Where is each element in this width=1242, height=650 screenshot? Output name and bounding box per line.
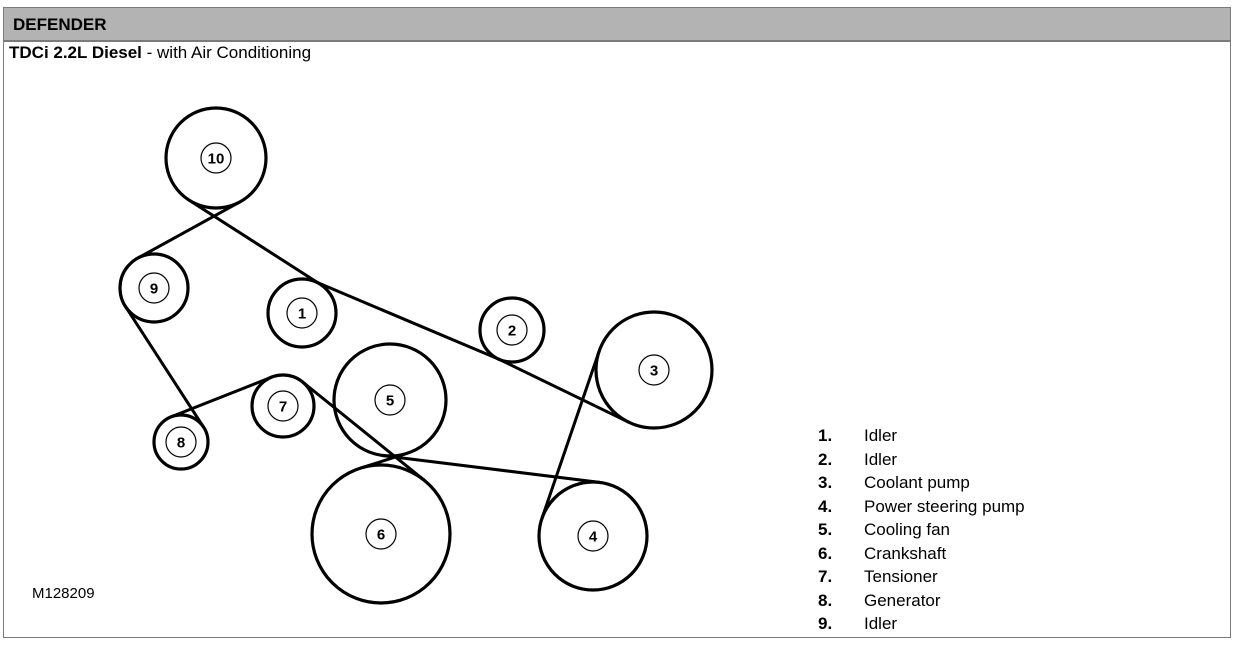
legend-text: Power steering pump [864, 496, 1025, 516]
pulley-label-ring [165, 426, 197, 458]
legend-number: 2. [818, 449, 833, 469]
legend-number: 4. [818, 496, 833, 516]
pulley-3: 3 [594, 310, 714, 430]
pulley-9: 9 [118, 252, 190, 324]
legend-item: 5. Cooling fan [818, 518, 1025, 542]
pulley-rim [118, 252, 190, 324]
legend-text: Tensioner [864, 567, 938, 586]
belt-segment-4-5 [382, 454, 600, 484]
pulley-2: 2 [478, 296, 546, 364]
pulley-number: 3 [650, 363, 658, 380]
pulley-label-ring [638, 354, 670, 386]
legend-item: 9. Idler [818, 612, 1025, 636]
legend-number: 9. [818, 614, 833, 633]
legend-item: 8. Generator [818, 589, 1025, 613]
pulley-number: 1 [298, 306, 306, 323]
legend-text: Idler [864, 426, 898, 445]
pulley-rim [152, 413, 210, 471]
legend-text: Crankshaft [864, 543, 947, 563]
legend-number: 3. [818, 473, 833, 492]
legend-number: 7. [818, 567, 833, 586]
pulley-number: 4 [589, 529, 598, 546]
pulley-number: 2 [508, 323, 516, 340]
pulley-rim [266, 277, 338, 349]
belt-segment-8-9 [124, 305, 205, 429]
legend-text: Idler [864, 449, 898, 469]
diagram-subtitle: TDCi 2.2L Diesel - with Air Conditioning [9, 43, 311, 63]
pulley-5: 5 [332, 342, 448, 458]
header-bar: DEFENDER [4, 8, 1230, 42]
belt-segment-2-3 [497, 357, 630, 424]
pulley-label-ring [138, 272, 170, 304]
legend-text: Idler [864, 614, 898, 633]
pulley-label-ring [267, 390, 299, 422]
legend-number: 5. [818, 520, 833, 539]
belt-segment-1-2 [314, 280, 501, 361]
belt-segment-6-7 [301, 380, 426, 482]
pulley-number: 9 [150, 281, 158, 298]
pulleys: 10 9 1 2 3 4 5 6 7 8 [118, 106, 714, 605]
pulley-10: 10 [164, 106, 268, 210]
pulley-rim [332, 342, 448, 458]
pulley-number: 7 [279, 399, 287, 416]
pulley-rim [594, 310, 714, 430]
pulley-rim [164, 106, 268, 210]
legend-item: 2. Idler [818, 448, 1025, 472]
pulley-rim [478, 296, 546, 364]
legend-item: 4. Power steering pump [818, 495, 1025, 519]
pulley-label-ring [374, 384, 406, 416]
belt-segment-7-8 [170, 375, 273, 419]
pulley-4: 4 [537, 480, 649, 592]
pulley-rim [310, 463, 452, 605]
belt-segment-9-10 [136, 200, 241, 260]
pulley-label-ring [577, 520, 609, 552]
pulley-label-ring [365, 518, 397, 550]
pulley-number: 5 [386, 393, 394, 410]
pulley-number: 6 [377, 527, 385, 544]
belt-segment-3-4 [540, 350, 601, 520]
figure-reference: M128209 [32, 585, 95, 602]
legend-item: 1. Idler [818, 424, 1025, 448]
legend-item: 6. Crankshaft [818, 542, 1025, 566]
legend-item: 3. Coolant pump [818, 471, 1025, 495]
pulley-7: 7 [250, 373, 316, 439]
legend-number: 6. [818, 543, 833, 563]
pulley-rim [537, 480, 649, 592]
legend-text: Coolant pump [864, 473, 970, 492]
legend-text: Cooling fan [864, 520, 951, 539]
drive-belt [124, 198, 630, 520]
legend: 1. Idler 2. Idler 3. Coolant pump 4. Power stee… [818, 424, 1025, 636]
pulley-label-ring [496, 314, 528, 346]
legend-number: 1. [818, 426, 833, 445]
pulley-label-ring [200, 142, 232, 174]
pulley-number: 8 [177, 435, 185, 452]
pulley-rim [250, 373, 316, 439]
legend-number: 8. [818, 590, 833, 610]
engine-name: TDCi 2.2L Diesel [9, 43, 142, 62]
pulley-number: 10 [208, 151, 225, 168]
legend-text: Generator [864, 590, 941, 610]
header-title: DEFENDER [13, 15, 107, 34]
pulley-8: 8 [152, 413, 210, 471]
diagram-frame: DEFENDER [3, 7, 1231, 638]
legend-item: 7. Tensioner [818, 565, 1025, 589]
pulley-label-ring [286, 297, 318, 329]
pulley-6: 6 [310, 463, 452, 605]
pulley-1: 1 [266, 277, 338, 349]
belt-segment-10-1 [188, 198, 322, 286]
engine-variant: - with Air Conditioning [141, 43, 312, 62]
